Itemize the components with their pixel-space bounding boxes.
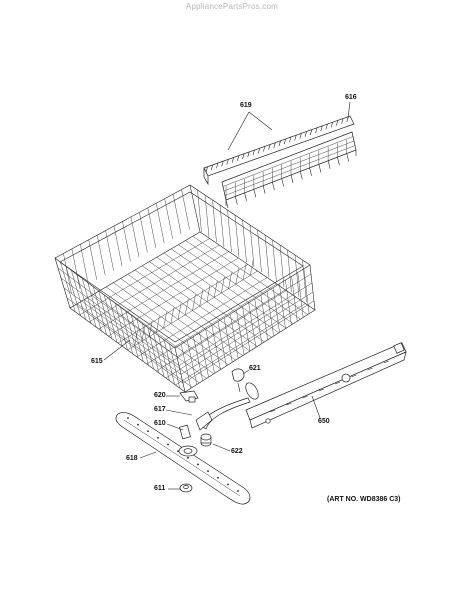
part-619-shelf-clips <box>203 115 355 186</box>
callout-620: 620 <box>154 392 166 399</box>
callout-611: 611 <box>154 485 166 492</box>
leader-615 <box>103 339 131 361</box>
leader-618 <box>139 451 157 459</box>
art-number: (ART NO. WD8386 C3) <box>327 496 401 503</box>
callout-650: 650 <box>318 418 330 425</box>
callout-619: 619 <box>240 102 252 109</box>
part-615-upper-rack <box>54 184 316 393</box>
part-622-nut <box>200 433 212 447</box>
part-617-feed-tube <box>195 382 259 431</box>
callout-616: 616 <box>345 94 357 101</box>
part-618-spray-arm <box>115 412 251 505</box>
leader-621 <box>242 369 250 375</box>
callout-621: 621 <box>249 365 261 372</box>
leader-617 <box>165 409 193 416</box>
leader-619-b <box>248 111 273 131</box>
leader-610 <box>166 423 184 431</box>
callout-618: 618 <box>126 455 138 462</box>
part-620-manifold-cap <box>179 390 199 403</box>
callout-617: 617 <box>154 406 166 413</box>
callout-615: 615 <box>91 358 103 365</box>
leader-622 <box>212 443 231 452</box>
watermark: AppliancePartsPros.com <box>186 2 278 11</box>
leader-619-a <box>227 111 250 151</box>
part-650-rack-rail <box>245 342 407 429</box>
part-621-clip <box>231 368 245 393</box>
part-616-cup-shelf <box>221 131 357 209</box>
callout-622: 622 <box>231 448 243 455</box>
part-611-washer <box>179 483 193 493</box>
callout-610: 610 <box>154 420 166 427</box>
leader-616 <box>347 101 351 119</box>
leader-650 <box>311 395 321 419</box>
